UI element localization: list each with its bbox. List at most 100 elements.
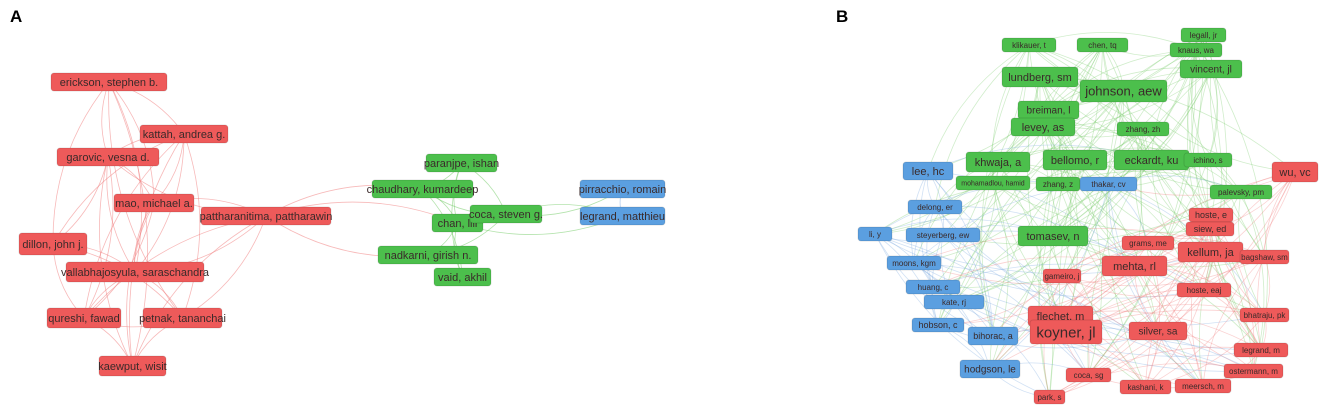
author-node[interactable]: bhatraju, pk	[1239, 307, 1290, 323]
author-node[interactable]: mehta, rl	[1101, 255, 1168, 277]
node-box	[1042, 268, 1082, 284]
author-node[interactable]: lundberg, sm	[1001, 66, 1079, 88]
author-node[interactable]: wu, vc	[1271, 161, 1319, 183]
node-label: bagshaw, sm	[1241, 253, 1288, 262]
author-node[interactable]: zhang, zh	[1116, 121, 1170, 137]
author-node[interactable]: ichino, s	[1183, 152, 1233, 168]
author-node[interactable]: meersch, m	[1174, 378, 1232, 394]
network-edge	[1202, 256, 1265, 387]
author-node[interactable]: pattharanitima, pattharawin	[200, 206, 333, 226]
author-node[interactable]: petnak, tananchai	[139, 307, 226, 329]
author-node[interactable]: chaudhary, kumardeep	[367, 179, 479, 199]
node-box	[46, 307, 122, 329]
node-label: kellum, ja	[1187, 247, 1234, 259]
author-node[interactable]: garovic, vesna d.	[56, 147, 160, 167]
author-node[interactable]: steyerberg, ew	[905, 227, 981, 243]
author-node[interactable]: tomasev, n	[1017, 225, 1089, 247]
author-node[interactable]: ostermann, m	[1223, 363, 1284, 379]
author-node[interactable]: qureshi, fawad	[46, 307, 122, 329]
author-node[interactable]: eckardt, ku	[1113, 149, 1190, 171]
node-label: bellomo, r	[1051, 155, 1100, 167]
author-node[interactable]: kellum, ja	[1177, 241, 1244, 263]
author-node[interactable]: palevsky, pm	[1209, 184, 1273, 200]
node-label: chen, tq	[1088, 41, 1116, 50]
node-box	[1169, 42, 1223, 58]
node-box	[1029, 319, 1103, 345]
network-edge	[129, 133, 185, 367]
network-edge	[182, 133, 201, 319]
author-node[interactable]: johnson, aew	[1079, 79, 1168, 103]
author-node[interactable]: koyner, jl	[1029, 319, 1103, 345]
author-node[interactable]: coca, steven g.	[469, 204, 543, 224]
author-node[interactable]: legall, jr	[1180, 27, 1227, 43]
author-node[interactable]: lee, hc	[902, 161, 954, 181]
node-box	[955, 175, 1031, 191]
node-box	[1176, 282, 1232, 298]
author-node[interactable]: bellomo, r	[1042, 149, 1108, 171]
author-node[interactable]: kate, rj	[923, 294, 985, 310]
author-node[interactable]: dillon, john j.	[18, 232, 88, 256]
author-node[interactable]: huang, c	[905, 279, 961, 295]
author-node[interactable]: mao, michael a.	[113, 193, 195, 213]
author-node[interactable]: levey, as	[1010, 117, 1076, 137]
author-node[interactable]: bagshaw, sm	[1239, 249, 1290, 265]
author-node[interactable]: kaewput, wisit	[98, 355, 167, 377]
network-edge	[926, 206, 936, 288]
author-node[interactable]: zhang, z	[1035, 176, 1081, 192]
author-node[interactable]: vaid, akhil	[433, 267, 492, 287]
node-label: petnak, tananchai	[139, 313, 226, 325]
author-node[interactable]: silver, sa	[1128, 321, 1188, 341]
node-box	[923, 294, 985, 310]
node-label: bihorac, a	[973, 331, 1013, 341]
node-box	[1223, 363, 1284, 379]
author-node[interactable]: gameiro, j	[1042, 268, 1082, 284]
panel-b-letter: B	[836, 7, 848, 26]
node-label: coca, sg	[1074, 371, 1104, 380]
node-box	[1121, 235, 1175, 251]
author-node[interactable]: legrand, m	[1233, 342, 1289, 358]
author-node[interactable]: klikauer, t	[1001, 37, 1057, 53]
author-node[interactable]: grams, me	[1121, 235, 1175, 251]
network-edge	[992, 182, 1211, 233]
author-node[interactable]: khwaja, a	[965, 151, 1031, 173]
author-node[interactable]: nadkarni, girish n.	[377, 245, 479, 265]
network-edge	[1049, 346, 1262, 398]
author-node[interactable]: mohamadlou, hamid	[955, 175, 1031, 191]
author-node[interactable]: vallabhajosyula, saraschandra	[61, 261, 210, 283]
node-label: legall, jr	[1190, 31, 1218, 40]
author-node[interactable]: hoste, eaj	[1176, 282, 1232, 298]
author-node[interactable]: erickson, stephen b.	[50, 72, 168, 92]
author-node[interactable]: li, y	[857, 226, 893, 242]
author-node[interactable]: hoste, e	[1188, 207, 1234, 223]
network-edge	[1123, 90, 1296, 173]
author-node[interactable]: kattah, andrea g.	[139, 124, 229, 144]
author-node[interactable]: hodgson, le	[959, 359, 1021, 379]
author-node[interactable]: vincent, jl	[1179, 59, 1243, 79]
network-edge	[927, 170, 994, 337]
author-node[interactable]: pirracchio, romain	[579, 179, 666, 199]
network-edge	[992, 182, 1146, 388]
author-node[interactable]: knaus, wa	[1169, 42, 1223, 58]
author-node[interactable]: moons, kgm	[886, 255, 942, 271]
node-box	[1065, 367, 1112, 383]
node-box	[1017, 225, 1089, 247]
author-node[interactable]: paranjpe, ishan	[424, 153, 499, 173]
author-node[interactable]: park, s	[1033, 389, 1066, 405]
author-node[interactable]: thakar, cv	[1079, 176, 1138, 192]
node-label: siew, ed	[1194, 224, 1227, 234]
author-node[interactable]: legrand, matthieu	[579, 206, 666, 226]
author-node[interactable]: hobson, c	[911, 317, 965, 333]
node-label: li, y	[869, 230, 881, 239]
network-edge	[1134, 265, 1204, 387]
node-label: legrand, matthieu	[580, 211, 665, 223]
author-node[interactable]: delong, er	[907, 199, 963, 215]
network-edge	[1108, 183, 1204, 387]
author-node[interactable]: bihorac, a	[967, 326, 1019, 346]
author-node[interactable]: coca, sg	[1065, 367, 1112, 383]
author-node[interactable]: siew, ed	[1185, 221, 1235, 237]
author-node[interactable]: breiman, l	[1017, 100, 1080, 120]
author-node[interactable]: chen, tq	[1076, 37, 1129, 53]
node-label: flechet, m	[1037, 311, 1085, 323]
author-node[interactable]: kashani, k	[1119, 379, 1172, 395]
